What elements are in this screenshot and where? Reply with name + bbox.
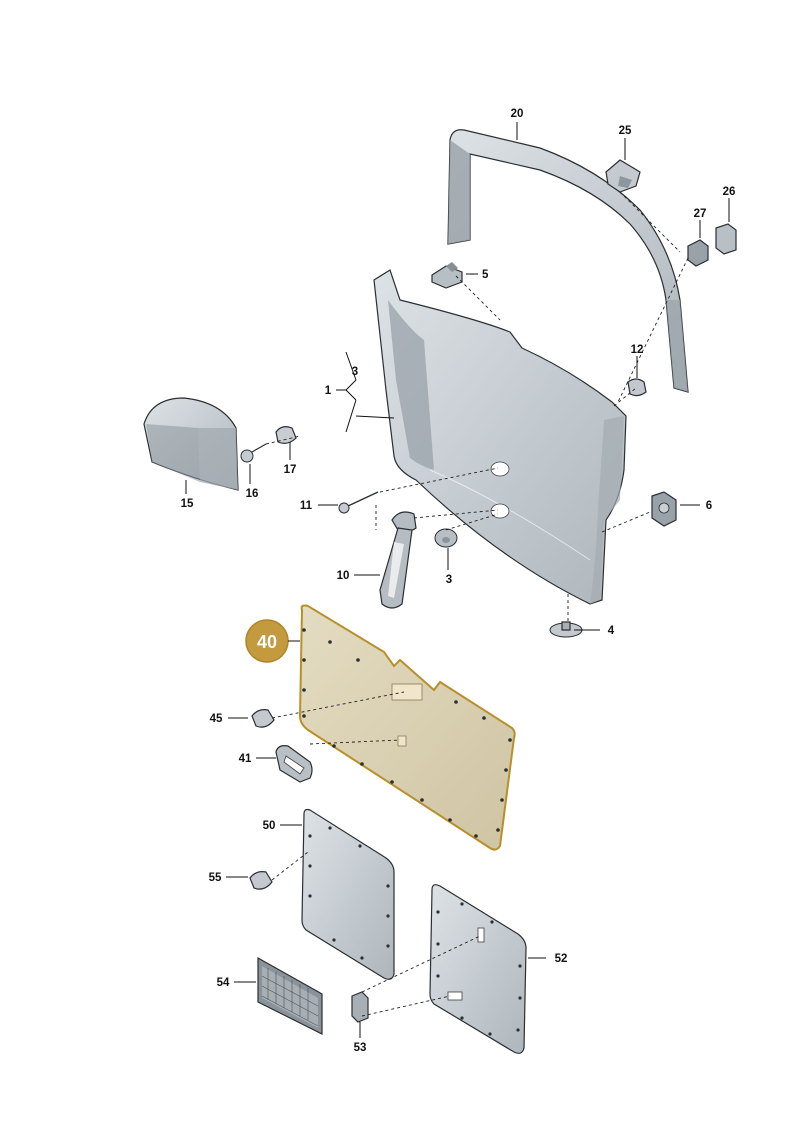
label-41: 41 xyxy=(239,753,252,765)
part-45-plug[interactable] xyxy=(251,709,275,728)
part-40-callout-badge[interactable]: 40 xyxy=(245,619,289,663)
part-12-plug[interactable] xyxy=(627,378,647,397)
part-17-plug[interactable] xyxy=(275,426,297,444)
callout-40-label: 40 xyxy=(257,632,277,652)
label-12: 12 xyxy=(631,344,644,356)
label-25: 25 xyxy=(619,125,632,137)
label-54: 54 xyxy=(217,977,230,989)
label-1: 1 xyxy=(325,385,332,397)
part-50-cover-panel[interactable] xyxy=(301,808,395,980)
label-45: 45 xyxy=(210,713,223,725)
label-4: 4 xyxy=(608,625,615,637)
label-53: 53 xyxy=(354,1042,367,1054)
part-16-screw[interactable] xyxy=(240,443,267,463)
label-16: 16 xyxy=(246,488,259,500)
label-26: 26 xyxy=(723,186,736,198)
part-55-plug[interactable] xyxy=(249,871,273,890)
label-55: 55 xyxy=(209,872,222,884)
part-54-net[interactable] xyxy=(257,956,323,1035)
part-27-clip[interactable] xyxy=(687,239,709,267)
label-11: 11 xyxy=(300,500,313,512)
part-number-labels: 20 25 26 27 5 12 1 3 17 16 15 11 6 10 3 … xyxy=(181,108,736,1054)
part-40-insulation-mat-highlighted[interactable] xyxy=(298,604,516,851)
part-5-clip[interactable] xyxy=(431,262,463,289)
label-10: 10 xyxy=(337,570,350,582)
part-26-clip[interactable] xyxy=(715,223,737,255)
label-6: 6 xyxy=(706,500,712,512)
part-6-fastener[interactable] xyxy=(651,491,677,527)
label-27: 27 xyxy=(694,208,707,220)
part-3-grommet[interactable] xyxy=(434,528,458,548)
part-4-bumper[interactable] xyxy=(549,621,583,638)
assembly-dashed-lines xyxy=(265,191,689,1017)
label-52: 52 xyxy=(555,953,568,965)
leader-lines xyxy=(185,122,730,1038)
part-10-pull-strap[interactable] xyxy=(379,511,417,609)
part-41-bezel[interactable] xyxy=(275,745,313,783)
label-50: 50 xyxy=(263,820,276,832)
part-1-tailgate-trim-panel[interactable] xyxy=(373,269,627,605)
label-3-upper: 3 xyxy=(352,366,358,378)
label-15: 15 xyxy=(181,498,194,510)
part-20-upper-trim-frame[interactable] xyxy=(447,129,689,393)
label-3-lower: 3 xyxy=(446,574,452,586)
label-20: 20 xyxy=(511,108,524,120)
part-11-screw[interactable] xyxy=(338,491,379,514)
label-17: 17 xyxy=(284,464,297,476)
label-5: 5 xyxy=(482,269,489,281)
part-25-clip[interactable] xyxy=(605,159,641,193)
part-53-clip[interactable] xyxy=(351,991,369,1023)
part-52-cover-panel[interactable] xyxy=(429,884,527,1054)
part-15-cover[interactable] xyxy=(143,397,239,491)
